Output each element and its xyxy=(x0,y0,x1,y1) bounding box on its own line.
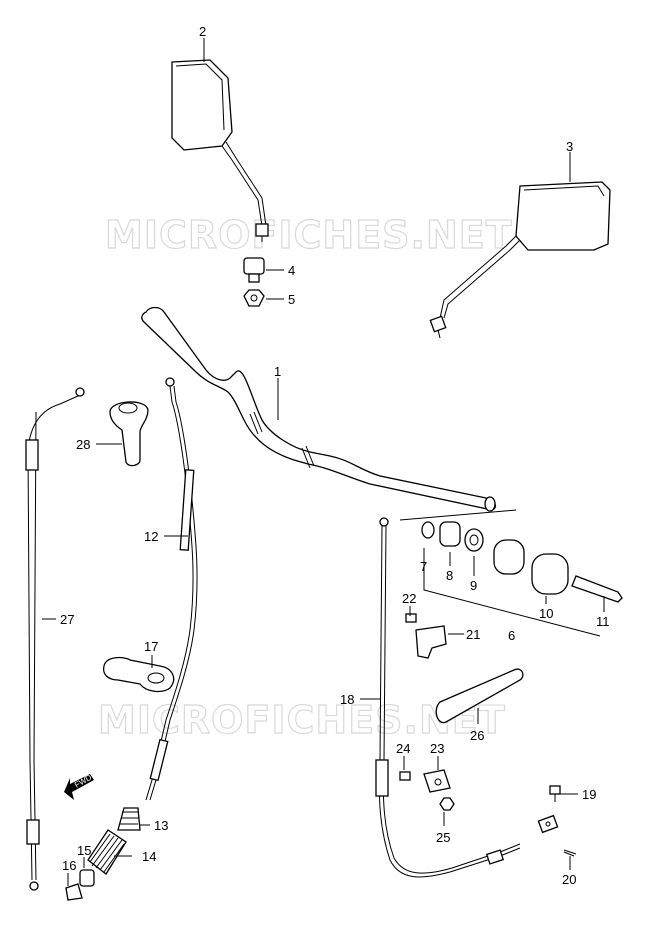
handlebar[interactable] xyxy=(141,306,497,512)
callout-25: 25 xyxy=(436,830,450,845)
throttle-cable[interactable] xyxy=(145,377,198,801)
callout-15: 15 xyxy=(77,843,91,858)
nut-25[interactable] xyxy=(439,797,455,811)
callout-11: 11 xyxy=(596,614,610,629)
callout-3: 3 xyxy=(566,139,573,154)
callout-9: 9 xyxy=(470,578,477,593)
nut[interactable] xyxy=(243,289,265,307)
callout-12: 12 xyxy=(144,529,158,544)
callout-27: 27 xyxy=(60,612,74,627)
bracket-plate[interactable] xyxy=(435,668,524,724)
callout-17: 17 xyxy=(144,639,158,654)
callout-24: 24 xyxy=(396,741,410,756)
callout-23: 23 xyxy=(430,741,444,756)
spring[interactable] xyxy=(87,829,127,875)
right-mirror[interactable] xyxy=(429,181,611,339)
leader-lines xyxy=(42,38,605,886)
callout-20: 20 xyxy=(562,872,576,887)
callout-28: 28 xyxy=(76,437,90,452)
clamp[interactable] xyxy=(423,769,451,793)
left-mirror[interactable] xyxy=(171,59,269,242)
boot[interactable] xyxy=(117,807,141,831)
pin-20[interactable] xyxy=(563,849,577,857)
cable-holder[interactable] xyxy=(102,656,175,693)
callout-labels: 2 3 4 5 1 28 12 27 17 13 14 15 16 7 8 9 … xyxy=(60,24,610,887)
bracket-21[interactable] xyxy=(415,625,447,659)
grip[interactable] xyxy=(109,401,149,467)
callout-7: 7 xyxy=(420,559,427,574)
front-brake-cable[interactable] xyxy=(375,517,521,878)
adjuster-cap[interactable] xyxy=(79,869,95,887)
forward-arrow: FWD xyxy=(64,773,94,800)
clutch-cable[interactable] xyxy=(25,387,85,891)
cable-end[interactable] xyxy=(537,814,559,834)
callout-13: 13 xyxy=(154,818,168,833)
callout-21: 21 xyxy=(466,627,480,642)
callout-10: 10 xyxy=(539,606,553,621)
watermark-top: MICROFICHES.NET xyxy=(105,213,513,257)
end-cap[interactable] xyxy=(65,883,83,901)
screw-24[interactable] xyxy=(399,771,411,781)
callout-5: 5 xyxy=(288,292,295,307)
callout-18: 18 xyxy=(340,692,354,707)
callout-14: 14 xyxy=(142,849,156,864)
callout-26: 26 xyxy=(470,728,484,743)
callout-8: 8 xyxy=(446,568,453,583)
callout-6: 6 xyxy=(508,628,515,643)
callout-1: 1 xyxy=(274,364,281,379)
callout-16: 16 xyxy=(62,858,76,873)
callout-4: 4 xyxy=(288,263,295,278)
balancer-set[interactable] xyxy=(399,509,623,603)
callout-22: 22 xyxy=(402,591,416,606)
mirror-adapter[interactable] xyxy=(243,257,265,283)
bolt-22[interactable] xyxy=(405,613,417,623)
bolt-19[interactable] xyxy=(549,785,561,802)
callout-2: 2 xyxy=(199,24,206,39)
callout-19: 19 xyxy=(582,787,596,802)
